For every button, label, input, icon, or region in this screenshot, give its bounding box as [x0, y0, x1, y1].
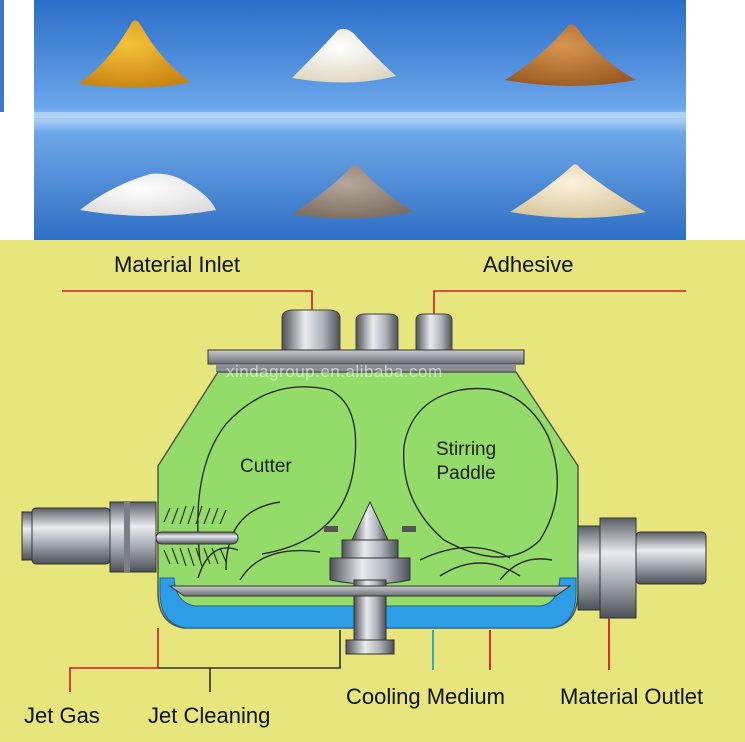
- left-motor: [21, 501, 239, 573]
- cutter-label: Cutter: [240, 456, 292, 477]
- material-outlet-label: Material Outlet: [560, 684, 704, 709]
- central-agitator: [324, 500, 416, 655]
- material-inlet-label: Material Inlet: [114, 252, 240, 277]
- jet-gas-label: Jet Gas: [24, 703, 100, 728]
- jet-gas-leader: [69, 628, 159, 692]
- adhesive-leader: [433, 290, 686, 314]
- jet-cleaning-leader: [158, 630, 341, 669]
- white-granule-pile: [80, 173, 216, 216]
- stirring-paddle-label: Stirring Paddle: [436, 438, 496, 486]
- yellow-powder-pile: [78, 20, 190, 88]
- white-powder-pile: [292, 28, 396, 83]
- jet-spray-brush: [163, 505, 227, 567]
- bottom-disc-plate: [168, 585, 572, 597]
- right-motor: [577, 517, 707, 619]
- jet-cleaning-label: Jet Cleaning: [148, 703, 271, 728]
- stirring-label: Stirring: [436, 439, 497, 460]
- stirring-paddle-swirls: [197, 386, 558, 581]
- cream-powder-pile: [510, 164, 646, 218]
- grey-powder-pile: [292, 164, 414, 219]
- powder-samples-photo: [0, 0, 745, 240]
- material-inlet-leader: [62, 290, 313, 314]
- mixer-diagram: [0, 240, 745, 742]
- watermark: xindagroup.en.alibaba.com: [226, 362, 443, 381]
- cooling-jacket: [159, 577, 577, 629]
- inlet-ports: [281, 309, 453, 351]
- paddle-label: Paddle: [436, 462, 496, 484]
- brown-powder-pile: [505, 24, 636, 86]
- cooling-medium-label: Cooling Medium: [346, 684, 505, 709]
- adhesive-label: Adhesive: [483, 252, 574, 277]
